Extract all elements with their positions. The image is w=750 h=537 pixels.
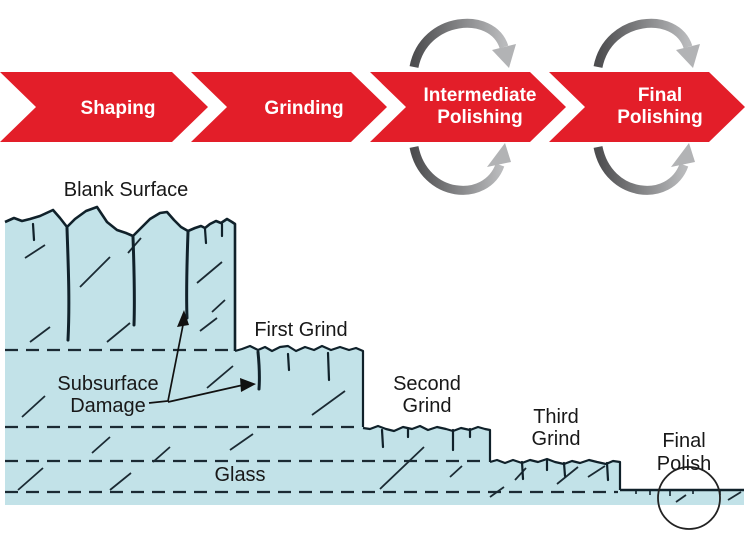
blank-surface-outline	[4, 205, 237, 351]
chevron-final-polishing-label-line2: Polishing	[617, 107, 703, 128]
final-polish-label-line2: Polish	[657, 453, 711, 475]
final-polish-label-line1: Final	[662, 430, 705, 452]
rotation-arrow-top-icon	[593, 18, 693, 69]
subsurface-cracks-deep	[65, 226, 261, 391]
rotation-arrow-bottom-icon	[593, 145, 689, 195]
third-grind-label-line1: Third	[533, 406, 579, 428]
glass-label: Glass	[214, 464, 265, 486]
rotation-arrow-top-icon	[409, 18, 509, 69]
chevron-intermediate-polishing	[370, 72, 566, 142]
subsurface-damage-arrowhead-right	[240, 378, 256, 392]
subsurface-damage-arrow-up	[148, 324, 184, 404]
rotation-arrow-bottom-head-icon	[487, 143, 511, 167]
chevron-shaping	[0, 72, 208, 142]
subsurface-damage-arrowhead-up	[177, 310, 189, 327]
process-bar: Shaping Grinding Intermediate Polishing …	[0, 72, 745, 142]
final-polish-circle	[657, 466, 721, 530]
chevron-grinding	[191, 72, 387, 142]
iteration-arrows-final-polishing	[593, 18, 700, 195]
first-grind-outline	[234, 344, 365, 427]
rotation-arrow-top-head-icon	[676, 44, 700, 68]
subsurface-damage-arrow-right	[167, 384, 244, 403]
first-grind-label: First Grind	[254, 319, 347, 341]
second-grind-label-line2: Grind	[403, 395, 452, 417]
subsurface-cracks-thin	[31, 222, 610, 482]
glass-cross-section: Blank Surface First Grind Subsurface Dam…	[4, 179, 744, 530]
iteration-arrows-intermediate-polishing	[409, 18, 516, 195]
rotation-arrow-top-head-icon	[492, 44, 516, 68]
rotation-arrow-bottom-head-icon	[671, 143, 695, 167]
subsurface-damage-label-line2: Damage	[70, 395, 146, 417]
chevron-final-polishing	[549, 72, 745, 142]
glass-body	[5, 207, 744, 505]
blank-surface-label: Blank Surface	[64, 179, 189, 201]
rotation-arrow-bottom-icon	[409, 145, 505, 195]
subsurface-damage-arrows	[148, 324, 244, 404]
final-polish-micro-ticks	[635, 491, 721, 496]
chevron-grinding-label: Grinding	[264, 98, 343, 119]
subsurface-damage-label-line1: Subsurface	[57, 373, 158, 395]
chevron-intermediate-polishing-label-line1: Intermediate	[424, 85, 537, 106]
third-grind-label-line2: Grind	[532, 428, 581, 450]
chevron-shaping-label: Shaping	[81, 98, 156, 119]
third-grind-outline	[489, 457, 622, 490]
chevron-intermediate-polishing-label-line2: Polishing	[437, 107, 523, 128]
second-grind-outline	[362, 424, 492, 462]
chevron-final-polishing-label-line1: Final	[638, 85, 682, 106]
grind-level-dashed-lines	[5, 348, 618, 494]
second-grind-label-line1: Second	[393, 373, 461, 395]
